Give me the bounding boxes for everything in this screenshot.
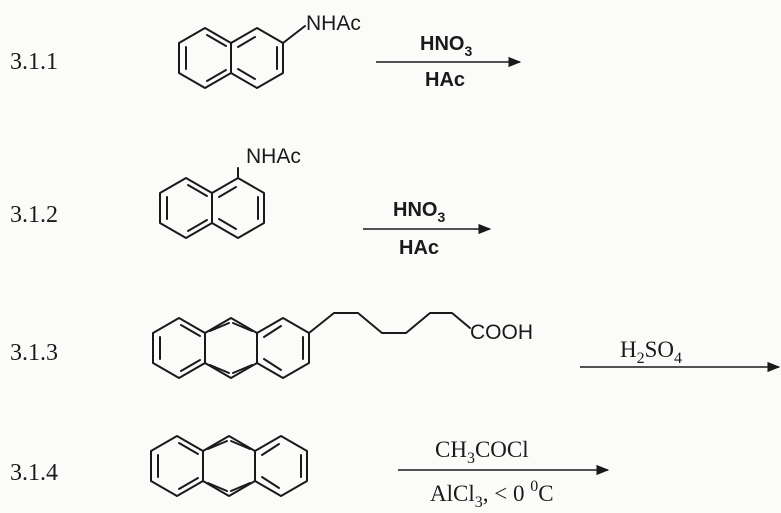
reagent-top: CH3COCl xyxy=(435,437,529,467)
reagent-top: H2SO4 xyxy=(620,337,682,367)
reaction-number: 3.1.4 xyxy=(10,460,58,486)
reagent-bottom: HAc xyxy=(425,69,465,91)
reagent-top: HNO3 xyxy=(420,33,472,59)
reaction-3-1-3: 3.1.3 COOH H2SO4 xyxy=(10,312,781,379)
reagent-bottom: HAc xyxy=(399,237,439,259)
substituent-label: NHAc xyxy=(246,145,301,168)
reaction-3-1-1: 3.1.1 NHAc HNO3 HAc xyxy=(10,12,522,91)
reagent-top: HNO3 xyxy=(393,199,445,225)
naphthalene-2-nhac-structure xyxy=(178,25,306,89)
reagent-bottom: AlCl3, < 0 0C xyxy=(430,478,554,511)
anthracene-butanoic-acid-structure xyxy=(152,312,471,379)
substituent-label: COOH xyxy=(470,321,533,344)
reaction-number: 3.1.3 xyxy=(10,340,58,366)
reaction-3-1-2: 3.1.2 NHAc HNO3 HAc xyxy=(10,145,492,259)
reaction-3-1-4: 3.1.4 CH3COCl AlCl3, < 0 0C xyxy=(10,435,610,511)
naphthalene-1-nhac-structure xyxy=(159,167,265,239)
reaction-number: 3.1.1 xyxy=(10,49,58,75)
substituent-label: NHAc xyxy=(306,12,361,35)
reaction-number: 3.1.2 xyxy=(10,202,58,228)
anthracene-structure xyxy=(150,435,308,497)
